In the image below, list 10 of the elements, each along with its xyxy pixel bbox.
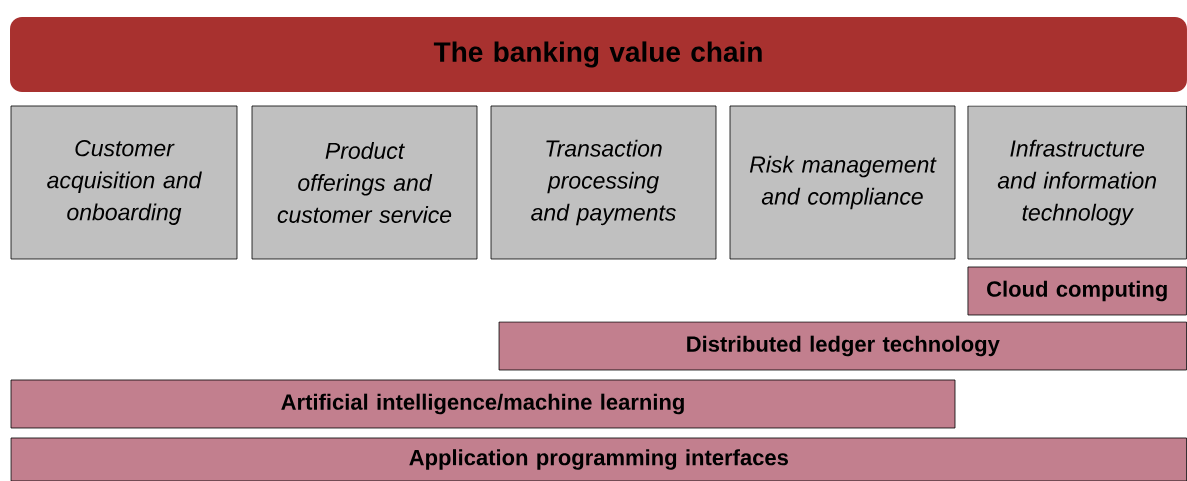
stage-box: Risk management and compliance xyxy=(729,105,956,260)
stage-box: Customer acquisition and onboarding xyxy=(10,105,238,260)
technology-bar: Application programming interfaces xyxy=(10,437,1187,481)
technology-bar: Artificial intelligence/machine learning xyxy=(10,379,956,429)
stage-box: Transaction processing and payments xyxy=(490,105,717,260)
stage-box: Infrastructure and information technology xyxy=(967,105,1187,260)
technology-bar: Cloud computing xyxy=(967,266,1187,316)
technology-bar: Distributed ledger technology xyxy=(498,321,1187,371)
title-banner: The banking value chain xyxy=(10,17,1187,92)
stage-box: Product offerings and customer service xyxy=(251,105,478,260)
